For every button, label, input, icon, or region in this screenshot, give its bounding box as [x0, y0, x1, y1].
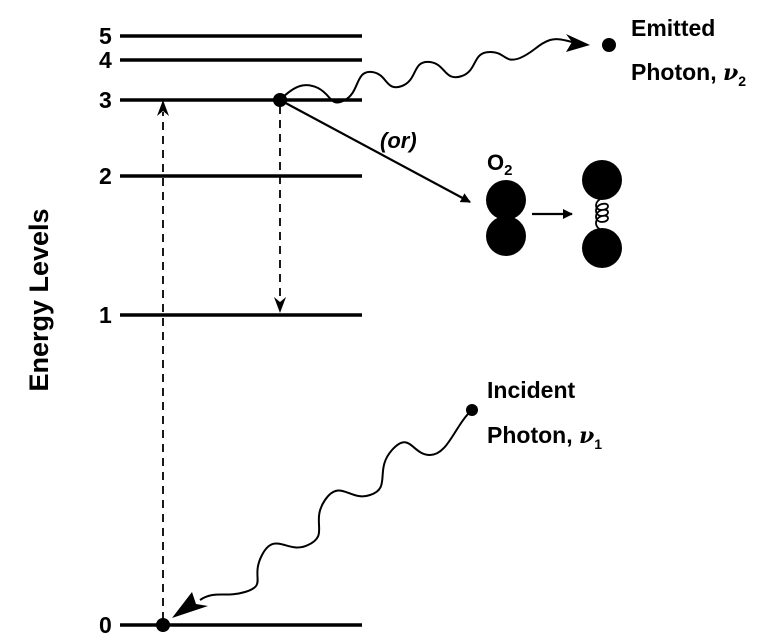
incident-photon-wave [199, 409, 473, 601]
emitted-photon-dot [602, 38, 616, 52]
energy-level-4-label: 4 [99, 47, 112, 73]
energy-level-2-label: 2 [99, 163, 112, 189]
incident-photon-arrowhead [172, 592, 208, 618]
emitted-photon-label-line2: Photon, ν2 [631, 59, 746, 89]
incident-photon-label-line2: Photon, ν1 [487, 422, 602, 452]
emitted-photon-label-line1: Emitted [631, 15, 715, 41]
oxygen-atom-top [486, 180, 526, 220]
energy-level-1-label: 1 [99, 302, 112, 328]
or-label: (or) [380, 128, 417, 153]
oxygen-label: O2 [487, 150, 512, 179]
excitation-arrowhead [157, 100, 169, 116]
ground-state-dot [156, 618, 170, 632]
vibrating-oxygen-atom-bottom [582, 228, 622, 268]
oxygen-atom-bottom [486, 216, 526, 256]
emitted-photon-arrowhead [566, 34, 590, 52]
energy-level-0-label: 0 [99, 612, 112, 635]
emitted-photon-wave [279, 38, 573, 104]
relaxation-arrowhead [274, 297, 286, 313]
axis-title: Energy Levels [24, 208, 54, 391]
energy-level-3-label: 3 [99, 87, 112, 113]
incident-photon-label-line1: Incident [487, 377, 576, 403]
vibrating-oxygen-atom-top [582, 160, 622, 200]
collision-arrow [279, 99, 471, 203]
vibration-spring-icon [595, 197, 609, 231]
energy-level-5-label: 5 [99, 23, 112, 49]
